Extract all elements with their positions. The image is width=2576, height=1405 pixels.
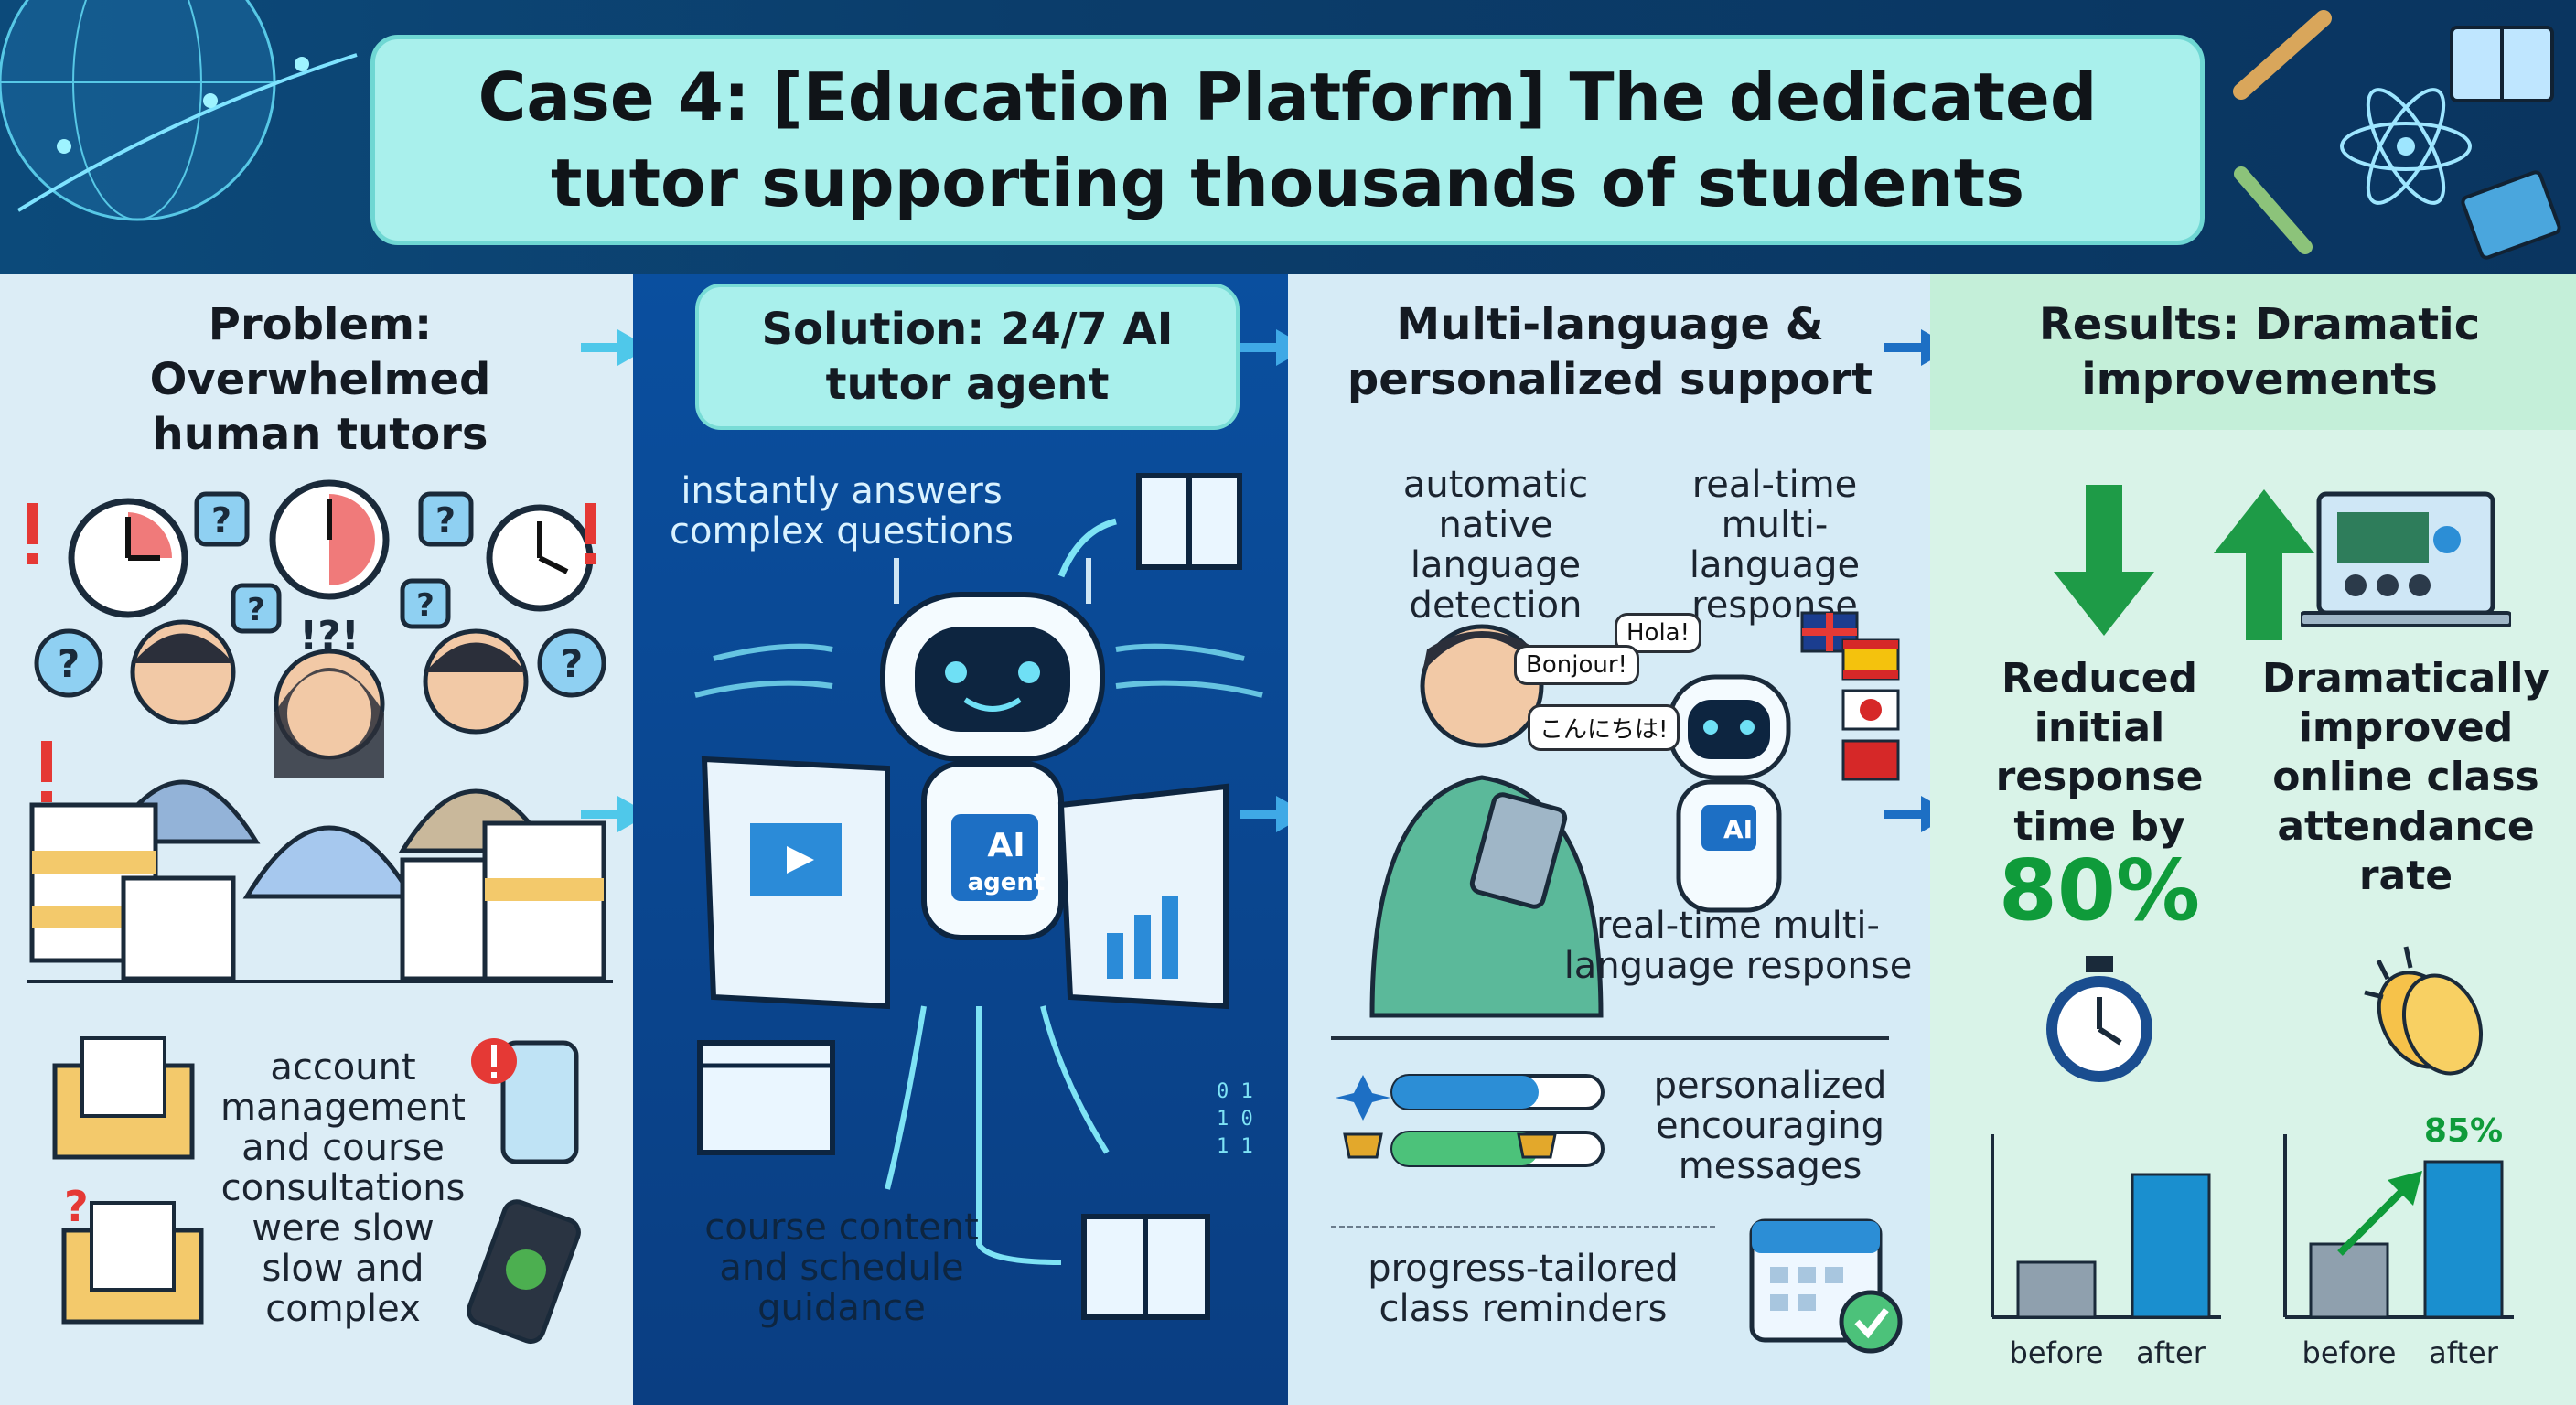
overwhelmed-tutors-illustration: ? ? ? ? ? ? !?!	[27, 479, 613, 983]
robot-icon	[880, 558, 1105, 940]
sparkle-icon	[1336, 1075, 1390, 1121]
messages-caption: personalized encouraging messages	[1653, 1065, 1887, 1187]
page-title: Case 4: [Education Platform] The dedicat…	[478, 59, 2098, 221]
solution-bottom-caption: course content and schedule guidance	[704, 1207, 979, 1329]
svg-text:?: ?	[416, 587, 435, 624]
ai-robot-illustration: 0 1 1 0 1 1	[694, 473, 1263, 1320]
results-heading-bg	[1930, 274, 2576, 430]
robot-icon	[1667, 674, 1791, 913]
multilang-illustration	[1369, 611, 1900, 1018]
robot-chest-label: AI agent	[951, 828, 1061, 901]
robot-label-ai: AI	[987, 827, 1025, 864]
pencil-icon	[2233, 10, 2332, 100]
chart-tick-label: after	[2136, 1335, 2206, 1370]
tablet-icon	[1469, 792, 1568, 909]
svg-text:?: ?	[247, 592, 265, 628]
greeting-bubble-hola: Hola!	[1615, 613, 1702, 653]
results-heading: Results: Dramatic improvements	[2038, 299, 2481, 405]
svg-text:1 0: 1 0	[1217, 1108, 1253, 1131]
trophy-icon	[1343, 1132, 1383, 1159]
response-time-stat-text: Reduced initial response time by	[1995, 655, 2204, 850]
multilang-heading: Multi-language & personalized support	[1347, 299, 1873, 405]
chart-data-label: 85%	[2424, 1116, 2503, 1150]
stopwatch-icon	[2046, 956, 2152, 1082]
clapping-hands-icon	[2364, 946, 2484, 1076]
attendance-bar-chart: before after 85%	[2283, 1116, 2514, 1370]
svg-text:1 1: 1 1	[1217, 1135, 1253, 1158]
phone-icon	[467, 1038, 581, 1345]
response-caption-mid: real-time multi-language response	[1563, 905, 1913, 987]
title-box: Case 4: [Education Platform] The dedicat…	[370, 35, 2205, 245]
clock-icon	[68, 498, 188, 618]
svg-text:?: ?	[435, 500, 456, 541]
book-icon	[1081, 1214, 1210, 1320]
online-class-laptop-icon	[2301, 491, 2511, 627]
check-icon	[1839, 1290, 1903, 1354]
trend-arrow-icon	[2337, 1186, 2407, 1256]
response-time-bar-chart: before after	[1991, 1134, 2221, 1370]
solution-top-caption: instantly answers complex questions	[670, 470, 1014, 552]
globe-icon	[0, 0, 358, 221]
book-icon	[1136, 473, 1242, 570]
robot-ai-label: AI	[1723, 814, 1754, 844]
response-caption-top: real-time multi-language response	[1689, 464, 1861, 627]
svg-text:0 1: 0 1	[1217, 1080, 1253, 1103]
multilang-panel	[1288, 274, 1930, 1405]
atom-icon	[2340, 88, 2472, 205]
attendance-stat-text: Dramatically improved online class atten…	[2261, 655, 2550, 899]
flag-icons	[1800, 611, 1900, 781]
up-arrow-icon	[2214, 489, 2314, 640]
progress-bars	[1336, 1074, 1605, 1167]
calendar-icon	[1749, 1218, 1903, 1354]
chart-tick-label: before	[2302, 1335, 2397, 1370]
svg-text:?: ?	[64, 1182, 89, 1231]
greeting-bubble-bonjour: Bonjour!	[1514, 645, 1639, 685]
solution-heading: Solution: 24/7 AI tutor agent	[761, 304, 1174, 410]
clock-icon	[486, 504, 594, 612]
china-flag-icon	[1841, 739, 1900, 781]
clock-icon	[269, 479, 390, 600]
problem-caption: account management and course consultati…	[220, 1046, 466, 1330]
chart-tick-label: after	[2429, 1335, 2499, 1370]
robot-label-agent: agent	[967, 869, 1046, 896]
science-icons	[2233, 10, 2561, 260]
screen-panel	[701, 756, 1229, 1010]
solution-heading-box: Solution: 24/7 AI tutor agent	[695, 284, 1240, 430]
svg-text:?: ?	[211, 500, 231, 541]
browser-window-icon	[697, 1040, 835, 1155]
down-arrow-icon	[2054, 485, 2154, 636]
dashed-divider	[1331, 1226, 1715, 1228]
svg-text:?: ?	[561, 641, 583, 686]
paper-stack	[29, 802, 606, 981]
inbox-folder-icon: ?	[52, 1036, 204, 1325]
chart-tick-label: before	[2010, 1335, 2104, 1370]
section-divider	[1331, 1036, 1889, 1040]
person-icon	[398, 628, 553, 853]
detect-caption: automatic native language detection	[1402, 464, 1589, 627]
response-time-stat-value: 80%	[1998, 842, 2201, 939]
chart-bar-after	[2423, 1160, 2504, 1319]
chart-bar-before	[2309, 1242, 2389, 1319]
chart-bar-before	[2016, 1260, 2097, 1319]
trend-arrow-head	[2388, 1171, 2422, 1206]
person-icon	[242, 649, 416, 899]
problem-heading: Problem: Overwhelmed human tutors	[149, 299, 491, 460]
greeting-bubble-konnichiwa: こんにちは!	[1528, 704, 1680, 751]
reminders-caption: progress-tailored class reminders	[1368, 1248, 1679, 1330]
chart-bar-after	[2131, 1173, 2211, 1319]
svg-text:?: ?	[58, 641, 80, 686]
